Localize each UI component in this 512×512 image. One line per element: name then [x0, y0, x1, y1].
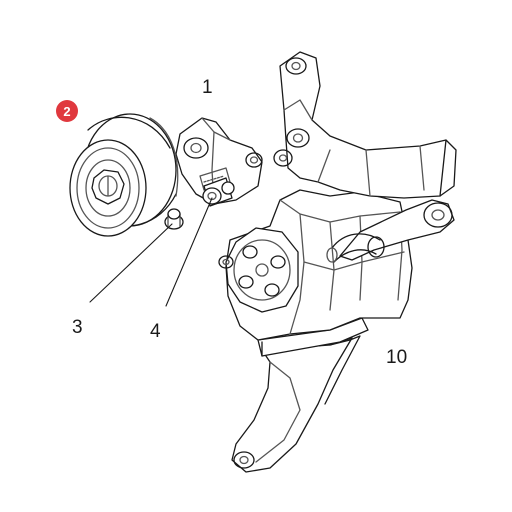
callout-10: 10: [386, 347, 408, 368]
bolt-part-3: [164, 208, 184, 230]
callout-3: 3: [72, 317, 83, 338]
callout-1: 1: [202, 77, 213, 98]
step-badge: 2: [56, 100, 78, 122]
callout-4: 4: [150, 321, 161, 342]
leader-lines: [89, 197, 213, 307]
leader-line-4: [165, 197, 213, 307]
leader-line-3: [89, 223, 173, 303]
tensioner-arm: [175, 117, 263, 205]
idler-pulley: [69, 113, 179, 237]
mounting-bracket: [218, 51, 457, 473]
